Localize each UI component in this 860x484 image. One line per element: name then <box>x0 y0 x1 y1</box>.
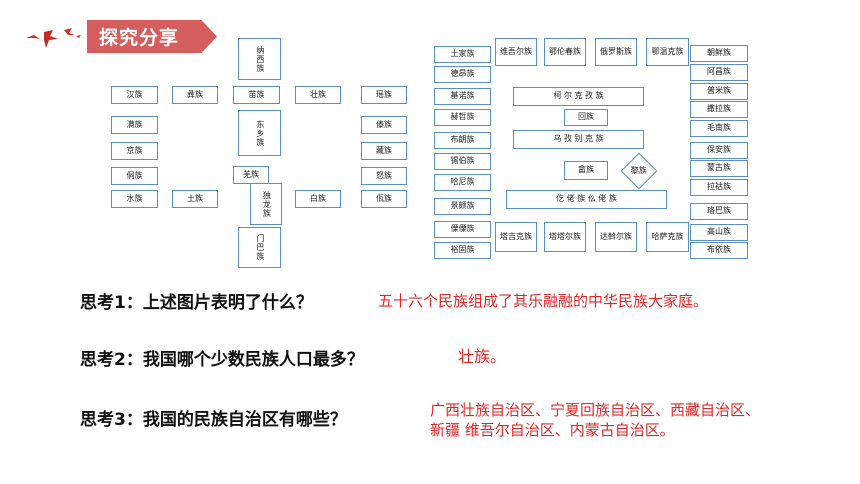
banner-title: 探究分享 <box>99 27 180 49</box>
ethnic-box: 布依族 <box>690 242 748 259</box>
ethnic-box: 京族 <box>111 142 158 160</box>
question-2: 思考2：我国哪个少数民族人口最多？ <box>80 350 364 370</box>
ethnic-box: 哈萨克族 <box>646 222 689 252</box>
answer-3: 广西壮族自治区、宁夏回族自治区、西藏自治区、新疆 维吾尔自治区、内蒙古自治区。 <box>430 401 761 440</box>
ethnic-box: 毛南族 <box>690 120 748 137</box>
ethnic-box: 鄂伦春族 <box>544 38 586 66</box>
ethnic-box: 达斡尔族 <box>595 222 637 252</box>
ethnic-box: 塔塔尔族 <box>544 222 586 252</box>
ethnic-box: 鄂温克族 <box>646 38 689 66</box>
ethnic-box-label: 黎族 <box>631 165 648 175</box>
ethnic-box: 满族 <box>111 116 158 134</box>
ethnic-box: 侗族 <box>111 167 158 185</box>
ethnic-box: 德昂族 <box>434 66 491 83</box>
ethnic-box: 彝族 <box>172 86 218 104</box>
ethnic-box: 回族 <box>564 109 608 126</box>
ethnic-box: 柯 尔 克 孜 族 <box>513 87 644 106</box>
ethnic-box: 纳西族 <box>238 38 281 80</box>
answer-2: 壮族。 <box>458 347 507 366</box>
ethnic-box: 高山族 <box>690 224 748 241</box>
ethnic-box: 傣族 <box>361 116 407 134</box>
ethnic-box: 独龙族 <box>250 183 282 225</box>
ethnic-box: 基诺族 <box>434 88 491 105</box>
ethnic-box: 门巴族 <box>238 227 281 268</box>
ethnic-box: 维吾尔族 <box>495 38 537 66</box>
ethnic-box: 拉祜族 <box>690 179 748 196</box>
ethnic-box: 傈僳族 <box>434 221 491 238</box>
ethnic-box: 仡 佬 族 仫 佬 族 <box>506 190 667 209</box>
section-banner: 探究分享 <box>87 20 217 53</box>
ethnic-box: 景颇族 <box>434 198 491 215</box>
ethnic-box: 保安族 <box>690 142 748 159</box>
question-3: 思考3：我国的民族自治区有哪些？ <box>80 410 347 430</box>
ethnic-box: 水族 <box>111 190 158 208</box>
ethnic-box: 怒族 <box>361 167 407 185</box>
answer-1: 五十六个民族组成了其乐融融的中华民族大家庭。 <box>378 292 709 310</box>
ethnic-box: 畲族 <box>564 161 608 180</box>
ethnic-box: 裕固族 <box>434 242 491 259</box>
ethnic-box: 乌 孜 别 克 族 <box>513 130 644 149</box>
ethnic-box: 普米族 <box>690 83 748 100</box>
ethnic-box-diamond: 黎族 <box>620 152 658 190</box>
ethnic-box: 汉族 <box>111 86 158 104</box>
ethnic-box: 朝鲜族 <box>690 45 748 62</box>
ethnic-box: 东乡族 <box>238 110 281 156</box>
ethnic-box: 珞巴族 <box>690 203 748 220</box>
ethnic-box: 阿昌族 <box>690 64 748 81</box>
ethnic-box: 布朗族 <box>434 132 491 149</box>
ethnic-box: 哈尼族 <box>434 174 491 191</box>
ethnic-box: 赫哲族 <box>434 109 491 126</box>
ethnic-box: 佤族 <box>361 190 407 208</box>
question-1: 思考1：上述图片表明了什么？ <box>80 293 313 313</box>
ethnic-box: 撒拉族 <box>690 101 748 118</box>
ethnic-box: 壮族 <box>295 86 341 104</box>
bird-decoration-icon <box>26 28 81 48</box>
ethnic-box: 俄罗斯族 <box>595 38 637 66</box>
ethnic-box: 藏族 <box>361 142 407 160</box>
ethnic-box: 土族 <box>172 190 218 208</box>
ethnic-box: 白族 <box>295 190 341 208</box>
ethnic-box: 土家族 <box>434 46 491 63</box>
ethnic-box: 塔吉克族 <box>495 222 537 252</box>
ethnic-box: 苗族 <box>233 86 280 104</box>
ethnic-box: 羌族 <box>233 166 269 184</box>
ethnic-box: 锡伯族 <box>434 153 491 170</box>
ethnic-box: 瑶族 <box>361 86 407 104</box>
ethnic-box: 蒙古族 <box>690 160 748 177</box>
